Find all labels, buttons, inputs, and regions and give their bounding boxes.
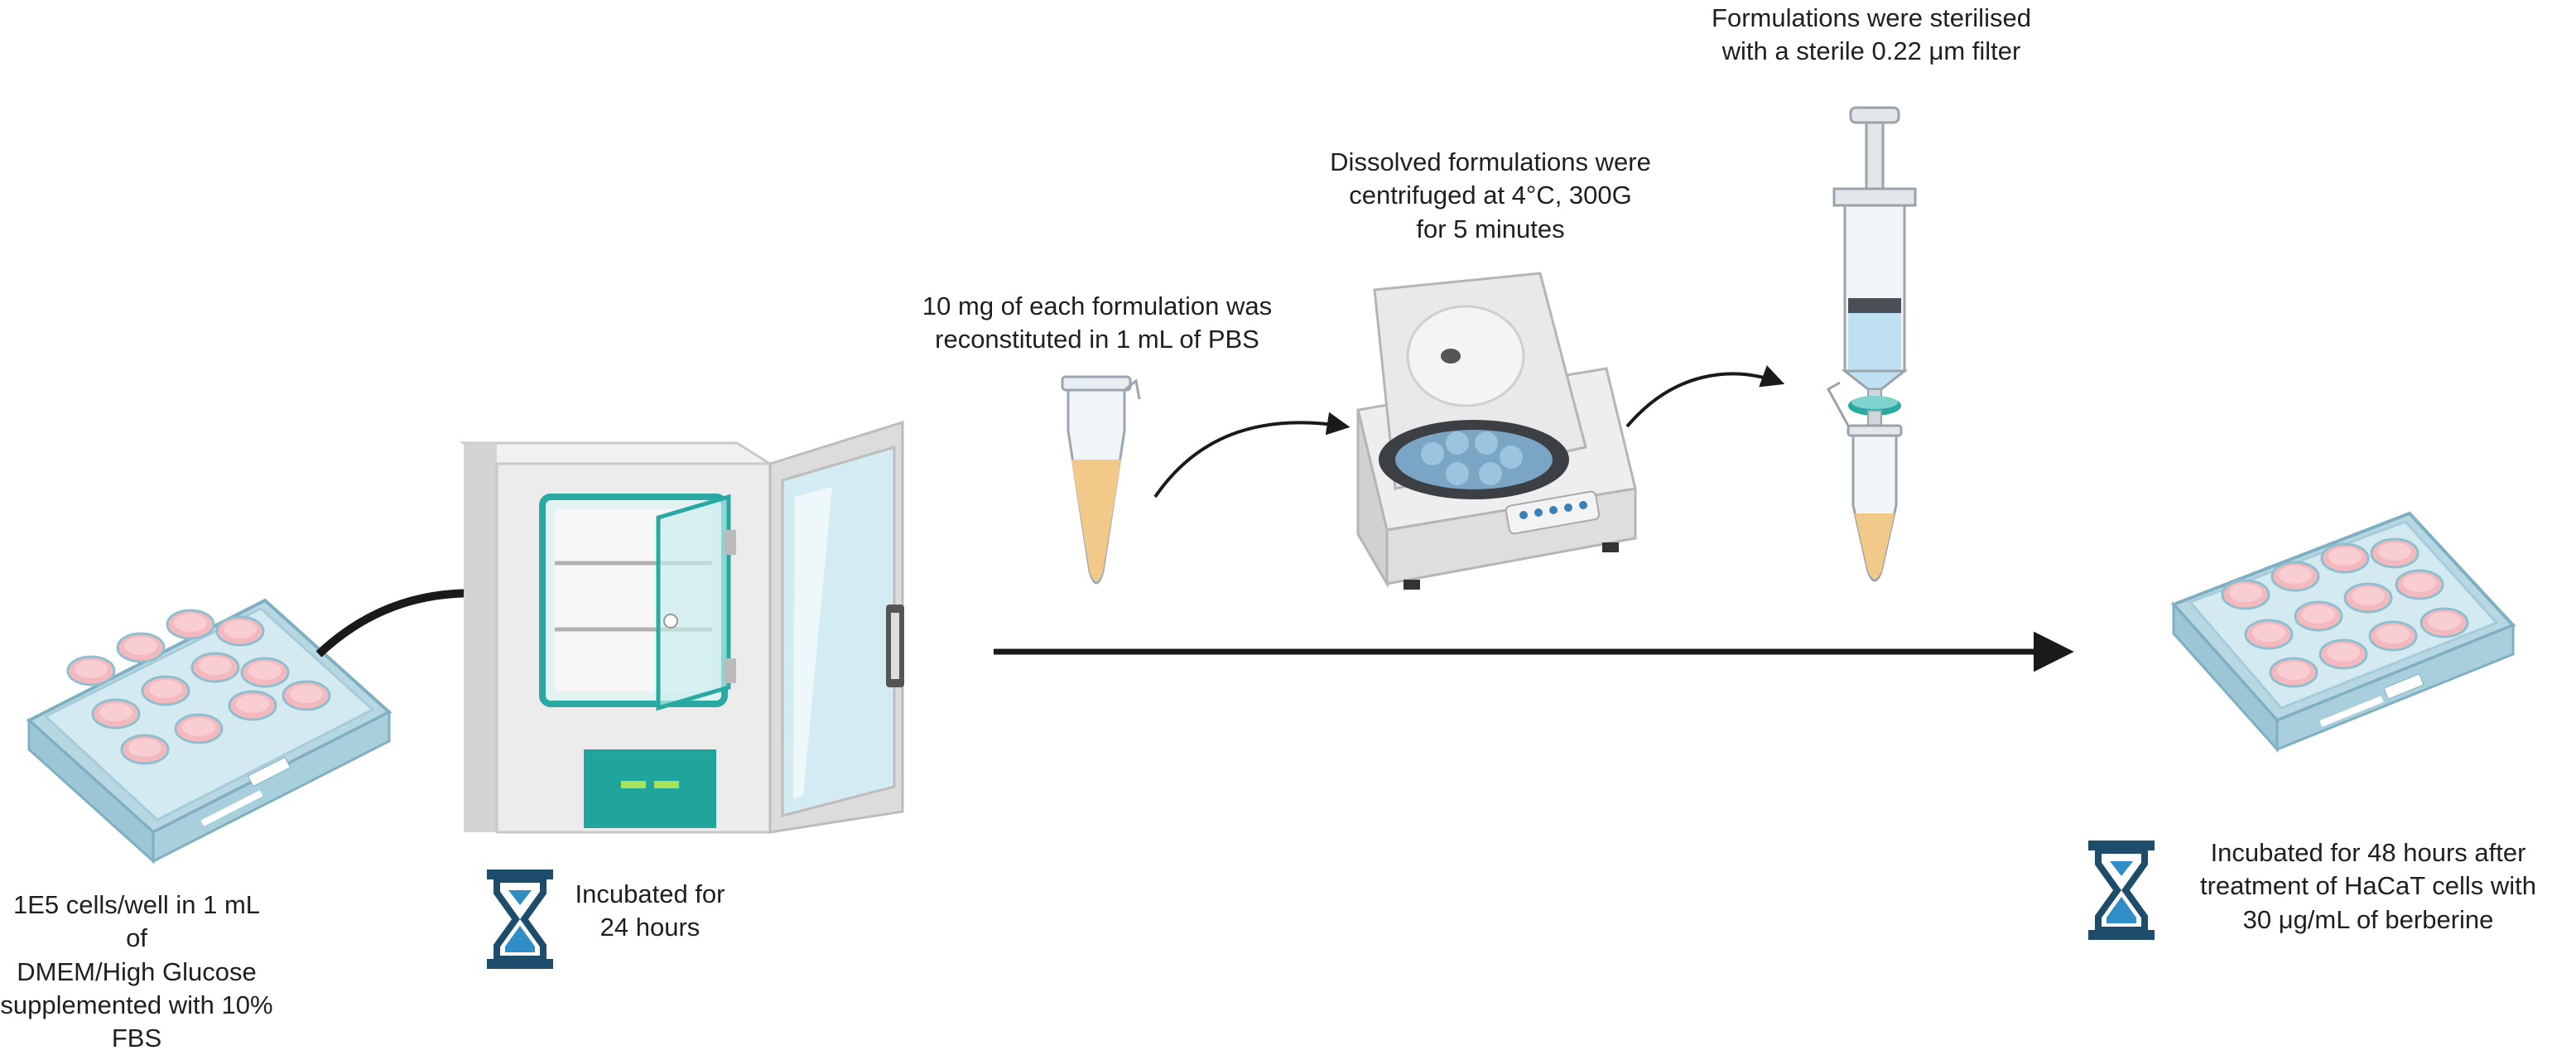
syringe-filter-icon	[1826, 106, 1917, 582]
centrifuge-icon	[1356, 272, 1637, 590]
centrifugation-label: Dissolved formulations were centrifuged …	[1330, 147, 1651, 243]
workflow-diagram	[26, 106, 2516, 969]
hourglass-icon	[487, 870, 553, 969]
reconstitution-label: 10 mg of each formulation was reconstitu…	[922, 291, 1273, 354]
microtube-icon	[1061, 375, 1141, 585]
well-plate-icon	[2170, 511, 2516, 753]
sterilisation-label: Formulations were sterilised with a ster…	[1712, 3, 2031, 66]
transfer-arrow	[1153, 412, 1351, 499]
hourglass-icon	[2088, 841, 2155, 940]
well-plate-icon	[26, 598, 392, 865]
seeding-label: 1E5 cells/well in 1 mL of DMEM/High Gluc…	[0, 890, 273, 1053]
incubator-icon	[459, 420, 904, 834]
incubation-24h-label: Incubated for 24 hours	[575, 879, 725, 942]
transfer-arrow	[1625, 365, 1785, 428]
incubation-48h-label: Incubated for 48 hours after treatment o…	[2199, 838, 2537, 934]
